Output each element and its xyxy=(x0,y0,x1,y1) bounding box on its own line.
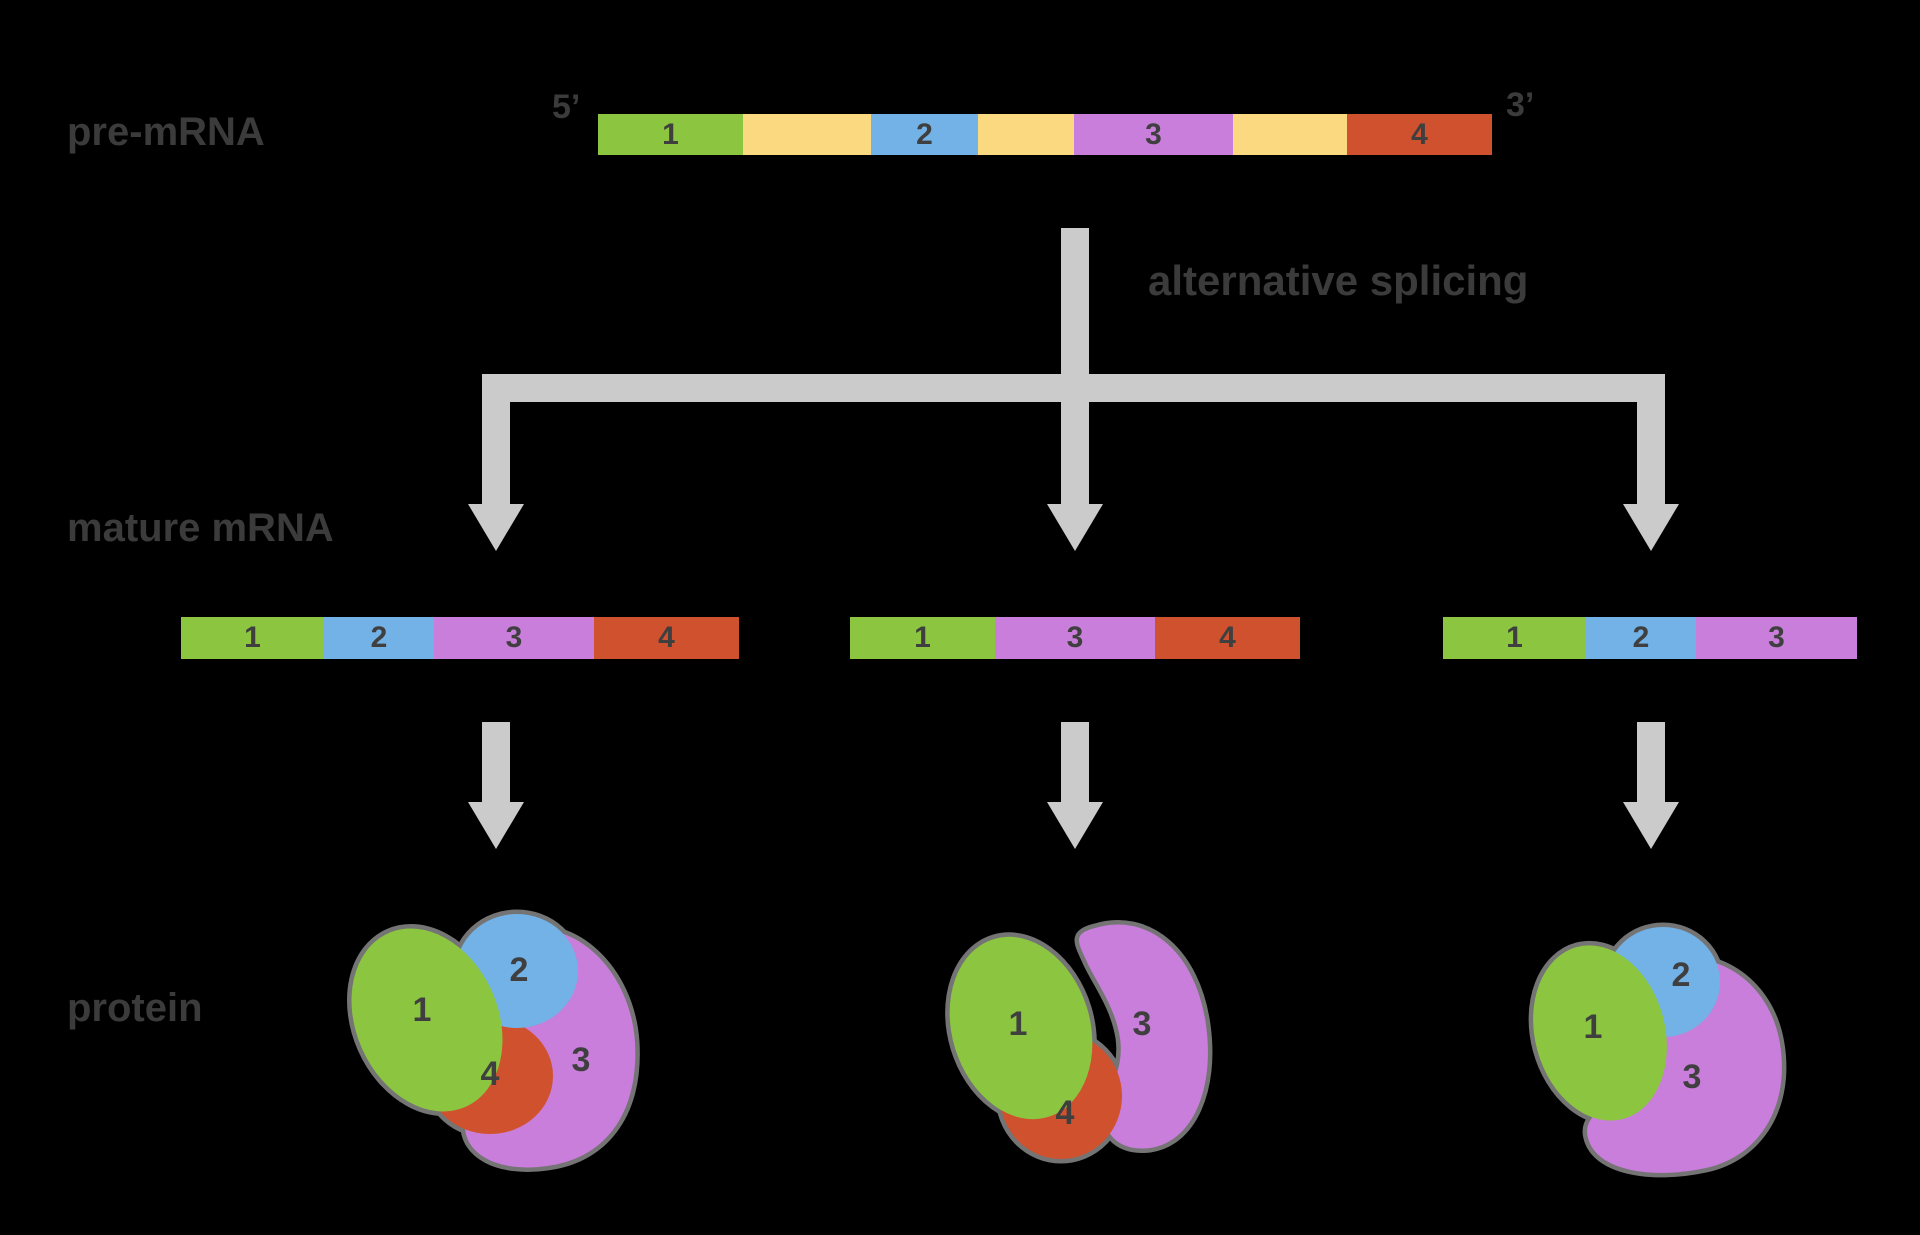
mature-mrna-label: mature mRNA xyxy=(67,506,334,550)
protein-blob-2: 1 3 4 xyxy=(940,900,1260,1200)
segment-number: 4 xyxy=(1411,117,1428,151)
mature-mrna-bar-3: 1 2 3 xyxy=(1443,617,1857,659)
five-prime-label: 5’ xyxy=(552,88,581,126)
segment-number: 2 xyxy=(1632,621,1650,654)
exon-segment-2: 2 xyxy=(1586,617,1696,659)
segment-number: 4 xyxy=(658,621,675,654)
pre-mrna-label: pre-mRNA xyxy=(67,110,265,154)
exon-segment-4: 4 xyxy=(1347,114,1492,155)
protein-label: protein xyxy=(67,986,203,1030)
main-arrow-stem xyxy=(1061,228,1089,504)
intron-segment xyxy=(743,114,871,155)
protein-3-domains xyxy=(1514,927,1782,1173)
intron-segment xyxy=(1233,114,1347,155)
exon-segment-3: 3 xyxy=(995,617,1155,659)
protein-blob-1: 1 2 3 4 xyxy=(340,890,650,1180)
translation-arrow-3-stem xyxy=(1637,722,1665,802)
segment-number: 1 xyxy=(244,621,261,654)
main-arrow-head-icon xyxy=(1047,504,1103,551)
protein-blob-3: 1 2 3 xyxy=(1530,920,1830,1200)
right-branch-arrow-head-icon xyxy=(1623,504,1679,551)
translation-arrow-2-stem xyxy=(1061,722,1089,802)
exon-segment-3: 3 xyxy=(434,617,594,659)
segment-number: 2 xyxy=(370,621,388,654)
protein-1-domain-number: 1 xyxy=(413,991,432,1029)
translation-arrow-1-head-icon xyxy=(468,802,524,849)
segment-number: 2 xyxy=(916,117,933,151)
segment-number: 1 xyxy=(662,117,679,151)
exon-segment-2: 2 xyxy=(324,617,434,659)
protein-3-domain-number: 3 xyxy=(1683,1058,1702,1096)
alternative-splicing-label: alternative splicing xyxy=(1148,257,1529,304)
segment-number: 3 xyxy=(1066,621,1084,654)
branch-crossbar xyxy=(482,374,1665,402)
exon-segment-3: 3 xyxy=(1696,617,1857,659)
protein-2-domain-number: 3 xyxy=(1133,1005,1152,1043)
translation-arrow-2-head-icon xyxy=(1047,802,1103,849)
exon-segment-1: 1 xyxy=(1443,617,1586,659)
segment-number: 1 xyxy=(914,621,931,654)
translation-arrow-1-stem xyxy=(482,722,510,802)
protein-1-domain-number: 3 xyxy=(572,1041,591,1079)
exon-segment-1: 1 xyxy=(850,617,995,659)
left-branch-arrow-head-icon xyxy=(468,504,524,551)
mature-mrna-bar-2: 1 3 4 xyxy=(850,617,1300,659)
intron-segment xyxy=(978,114,1074,155)
protein-2-domain-number: 4 xyxy=(1056,1094,1075,1132)
exon-segment-3: 3 xyxy=(1074,114,1233,155)
exon-segment-2: 2 xyxy=(871,114,978,155)
protein-1-domain-number: 2 xyxy=(510,951,529,989)
segment-number: 3 xyxy=(1768,621,1785,654)
segment-number: 3 xyxy=(1145,117,1162,151)
exon-segment-1: 1 xyxy=(181,617,324,659)
pre-mrna-bar: 1 2 3 4 xyxy=(598,114,1492,155)
protein-3-domain-number: 1 xyxy=(1584,1008,1603,1046)
protein-2-domain-number: 1 xyxy=(1009,1005,1028,1043)
three-prime-label: 3’ xyxy=(1506,86,1535,124)
translation-arrow-3-head-icon xyxy=(1623,802,1679,849)
exon-segment-4: 4 xyxy=(1155,617,1300,659)
segment-number: 4 xyxy=(1219,621,1236,654)
segment-number: 3 xyxy=(505,621,523,654)
exon-segment-1: 1 xyxy=(598,114,743,155)
protein-3-domain-number: 2 xyxy=(1672,956,1691,994)
segment-number: 1 xyxy=(1506,621,1523,654)
left-branch-stem xyxy=(482,374,510,504)
exon-segment-4: 4 xyxy=(594,617,739,659)
right-branch-stem xyxy=(1637,374,1665,504)
mature-mrna-bar-1: 1 2 3 4 xyxy=(181,617,739,659)
protein-1-domain-number: 4 xyxy=(481,1055,500,1093)
